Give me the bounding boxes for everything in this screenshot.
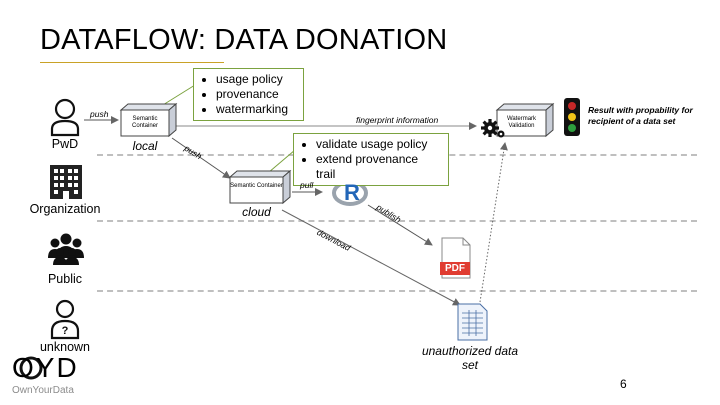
note-item: validate usage policy [316,137,440,152]
lane-divider-3 [97,290,697,292]
pdf-label: PDF [445,263,465,274]
edge-push-cloud [171,137,231,179]
oyd-logo-text: OwnYourData [12,385,74,396]
edge-validation-feedback [479,142,508,303]
lane-divider-2 [97,220,697,222]
local-container-cube [119,102,178,138]
gears-icon [481,119,505,138]
pdf-document-icon [440,237,471,279]
edge-download [281,209,461,306]
note-item: extend provenance trail [316,152,440,182]
cloud-container-label: Semantic Container [230,183,283,189]
result-description: Result with propability for recipient of… [588,105,693,126]
edge-label-push-local: push [90,109,109,119]
title-underline [40,62,224,63]
r-logo-letter: R [344,180,360,205]
group-icon [48,233,84,265]
edge-label-pull: pull [300,180,314,190]
oyd-logo-mark: OYD [12,352,79,383]
building-icon [50,165,82,199]
unauthorized-data-set-label: unauthorized data set [421,344,519,372]
local-container-label: Semantic Container [131,116,158,129]
person-icon [50,98,80,137]
actor-label-public: Public [47,272,83,286]
spreadsheet-icon [457,303,488,341]
question-mark-icon: ? [62,325,69,337]
cloud-caption: cloud [242,205,271,219]
page-number: 6 [620,377,627,391]
note-item: usage policy [216,72,295,87]
edge-label-fingerprint: fingerprint information [356,115,439,125]
actor-label-pwd: PwD [51,137,79,151]
cloud-policy-note: validate usage policy extend provenance … [293,133,449,186]
oyd-logo-ring [19,356,43,380]
local-policy-note: usage policy provenance watermarking [193,68,304,121]
actor-label-organization: Organization [29,202,101,216]
note-item: watermarking [216,102,295,117]
actor-label-unknown: unknown [39,340,91,354]
slide-title: DATAFLOW: DATA DONATION [40,24,448,56]
cloud-container-cube [228,169,292,205]
watermark-validation-label: Watermark Validation [506,116,537,129]
unknown-person-icon [50,299,80,340]
local-caption: local [132,139,158,153]
edge-publish [367,204,433,246]
traffic-light-icon [564,98,580,136]
note-item: provenance [216,87,295,102]
watermark-validation-cube [495,102,555,138]
